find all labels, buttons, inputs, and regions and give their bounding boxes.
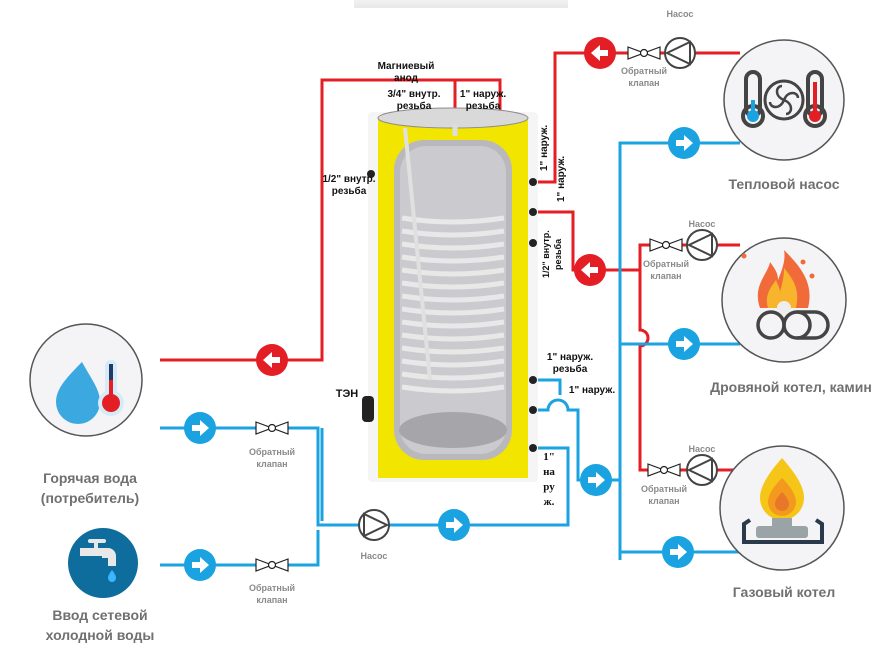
hot-water-label-line1: Горячая вода	[43, 470, 137, 486]
coil-return-mid	[535, 398, 620, 482]
heat-exchanger-coil	[401, 215, 505, 394]
flow-arrow-right-icon	[580, 464, 612, 496]
coil-turn	[401, 280, 505, 290]
pump-label-gas: Насос	[688, 444, 716, 454]
coil-turn	[401, 384, 505, 394]
check-valve-label-wood: Обратный клапан	[642, 259, 690, 281]
check-valves	[255, 46, 683, 572]
anode-label: Магниевый анод	[377, 61, 435, 84]
gas-boiler-device	[719, 445, 845, 571]
water-tap-icon	[80, 539, 116, 582]
cold-inlet-label-line2: холодной воды	[45, 627, 155, 643]
right-fitting-2-label: 1" наруж.	[556, 155, 567, 203]
check-valve-icon	[255, 421, 289, 435]
bottom-fitting-label: 1" на ру ж.	[543, 451, 555, 508]
wood-boiler-device	[721, 237, 847, 363]
wood-supply-bridge	[638, 270, 740, 472]
cold-inlet-label-line1: Ввод сетевой	[52, 607, 148, 623]
pump-icon	[664, 37, 696, 69]
coil-turn	[401, 306, 505, 316]
gas-burner-icon	[742, 458, 824, 544]
coil-return-top	[535, 378, 562, 395]
hot-water-label-line2: (потребитель)	[40, 490, 140, 506]
flow-arrow-right-icon	[438, 509, 470, 541]
top-right-fitting-label: 1" наруж. резьба	[459, 89, 507, 112]
coil-turn	[401, 371, 505, 381]
coil-turn	[401, 254, 505, 264]
flow-arrow-right-icon	[662, 536, 694, 568]
flow-arrow-right-icon	[184, 412, 216, 444]
coil-turn	[401, 332, 505, 342]
coil-turn	[401, 345, 505, 355]
heat-pump-icon	[741, 70, 827, 128]
hot-water-device	[29, 323, 143, 437]
coil-turn	[401, 228, 505, 238]
coil-mid-fitting-label: 1" наруж.	[568, 385, 616, 396]
flow-arrow-right-icon	[668, 328, 700, 360]
check-valve-label-hot-water: Обратный клапан	[248, 447, 296, 469]
pump-icon	[358, 509, 390, 541]
coil-turn	[401, 267, 505, 277]
pump-label-heat-pump: Насос	[666, 9, 694, 19]
pumps	[358, 37, 718, 541]
wood-boiler-label: Дровяной котел, камин	[710, 379, 872, 395]
right-fitting-3-label: 1/2" внутр. резьба	[541, 230, 563, 278]
heater-label: ТЭН	[335, 388, 359, 400]
pump-icon	[686, 454, 718, 486]
boiler-tank	[362, 107, 538, 482]
check-valve-label-heat-pump: Обратный клапан	[620, 66, 668, 88]
pump-label-circulation: Насос	[360, 551, 388, 561]
flow-arrow-left-icon	[584, 37, 616, 69]
pump-icon	[686, 229, 718, 261]
flow-arrow-left-icon	[256, 344, 288, 376]
coil-turn	[401, 319, 505, 329]
flow-arrow-right-icon	[184, 549, 216, 581]
check-valve-label-gas: Обратный клапан	[640, 484, 688, 506]
cold-inlet-device	[68, 528, 138, 598]
coil-top-fitting-label: 1" наруж. резьба	[546, 352, 594, 375]
flow-arrow-right-icon	[668, 127, 700, 159]
left-fitting-label: 1/2" внутр. резьба	[322, 174, 376, 197]
top-shade	[354, 0, 568, 8]
heat-pump-label: Тепловой насос	[728, 176, 840, 192]
water-drop-thermometer-icon	[56, 360, 124, 424]
top-left-fitting-label: 3/4" внутр. резьба	[387, 89, 441, 112]
check-valve-icon	[627, 46, 661, 60]
pump-label-wood: Насос	[688, 219, 716, 229]
top-frame-pipe	[455, 78, 502, 120]
coil-turn	[401, 358, 505, 368]
fire-logs-icon	[741, 250, 830, 340]
right-fitting-1-label: 1" наруж.	[539, 124, 550, 172]
tank-fittings	[362, 170, 537, 452]
check-valve-icon	[649, 238, 683, 252]
cold-inlet-pipe	[160, 530, 320, 567]
flow-arrows	[184, 37, 700, 581]
gas-boiler-label: Газовый котел	[732, 584, 836, 600]
anode-rod	[403, 127, 432, 381]
coil-turn	[401, 241, 505, 251]
flow-arrow-left-icon	[574, 254, 606, 286]
coil-turn	[401, 293, 505, 303]
check-valve-icon	[255, 558, 289, 572]
heat-pump-device	[723, 39, 845, 161]
check-valve-label-cold-inlet: Обратный клапан	[248, 583, 296, 605]
check-valve-icon	[647, 463, 681, 477]
